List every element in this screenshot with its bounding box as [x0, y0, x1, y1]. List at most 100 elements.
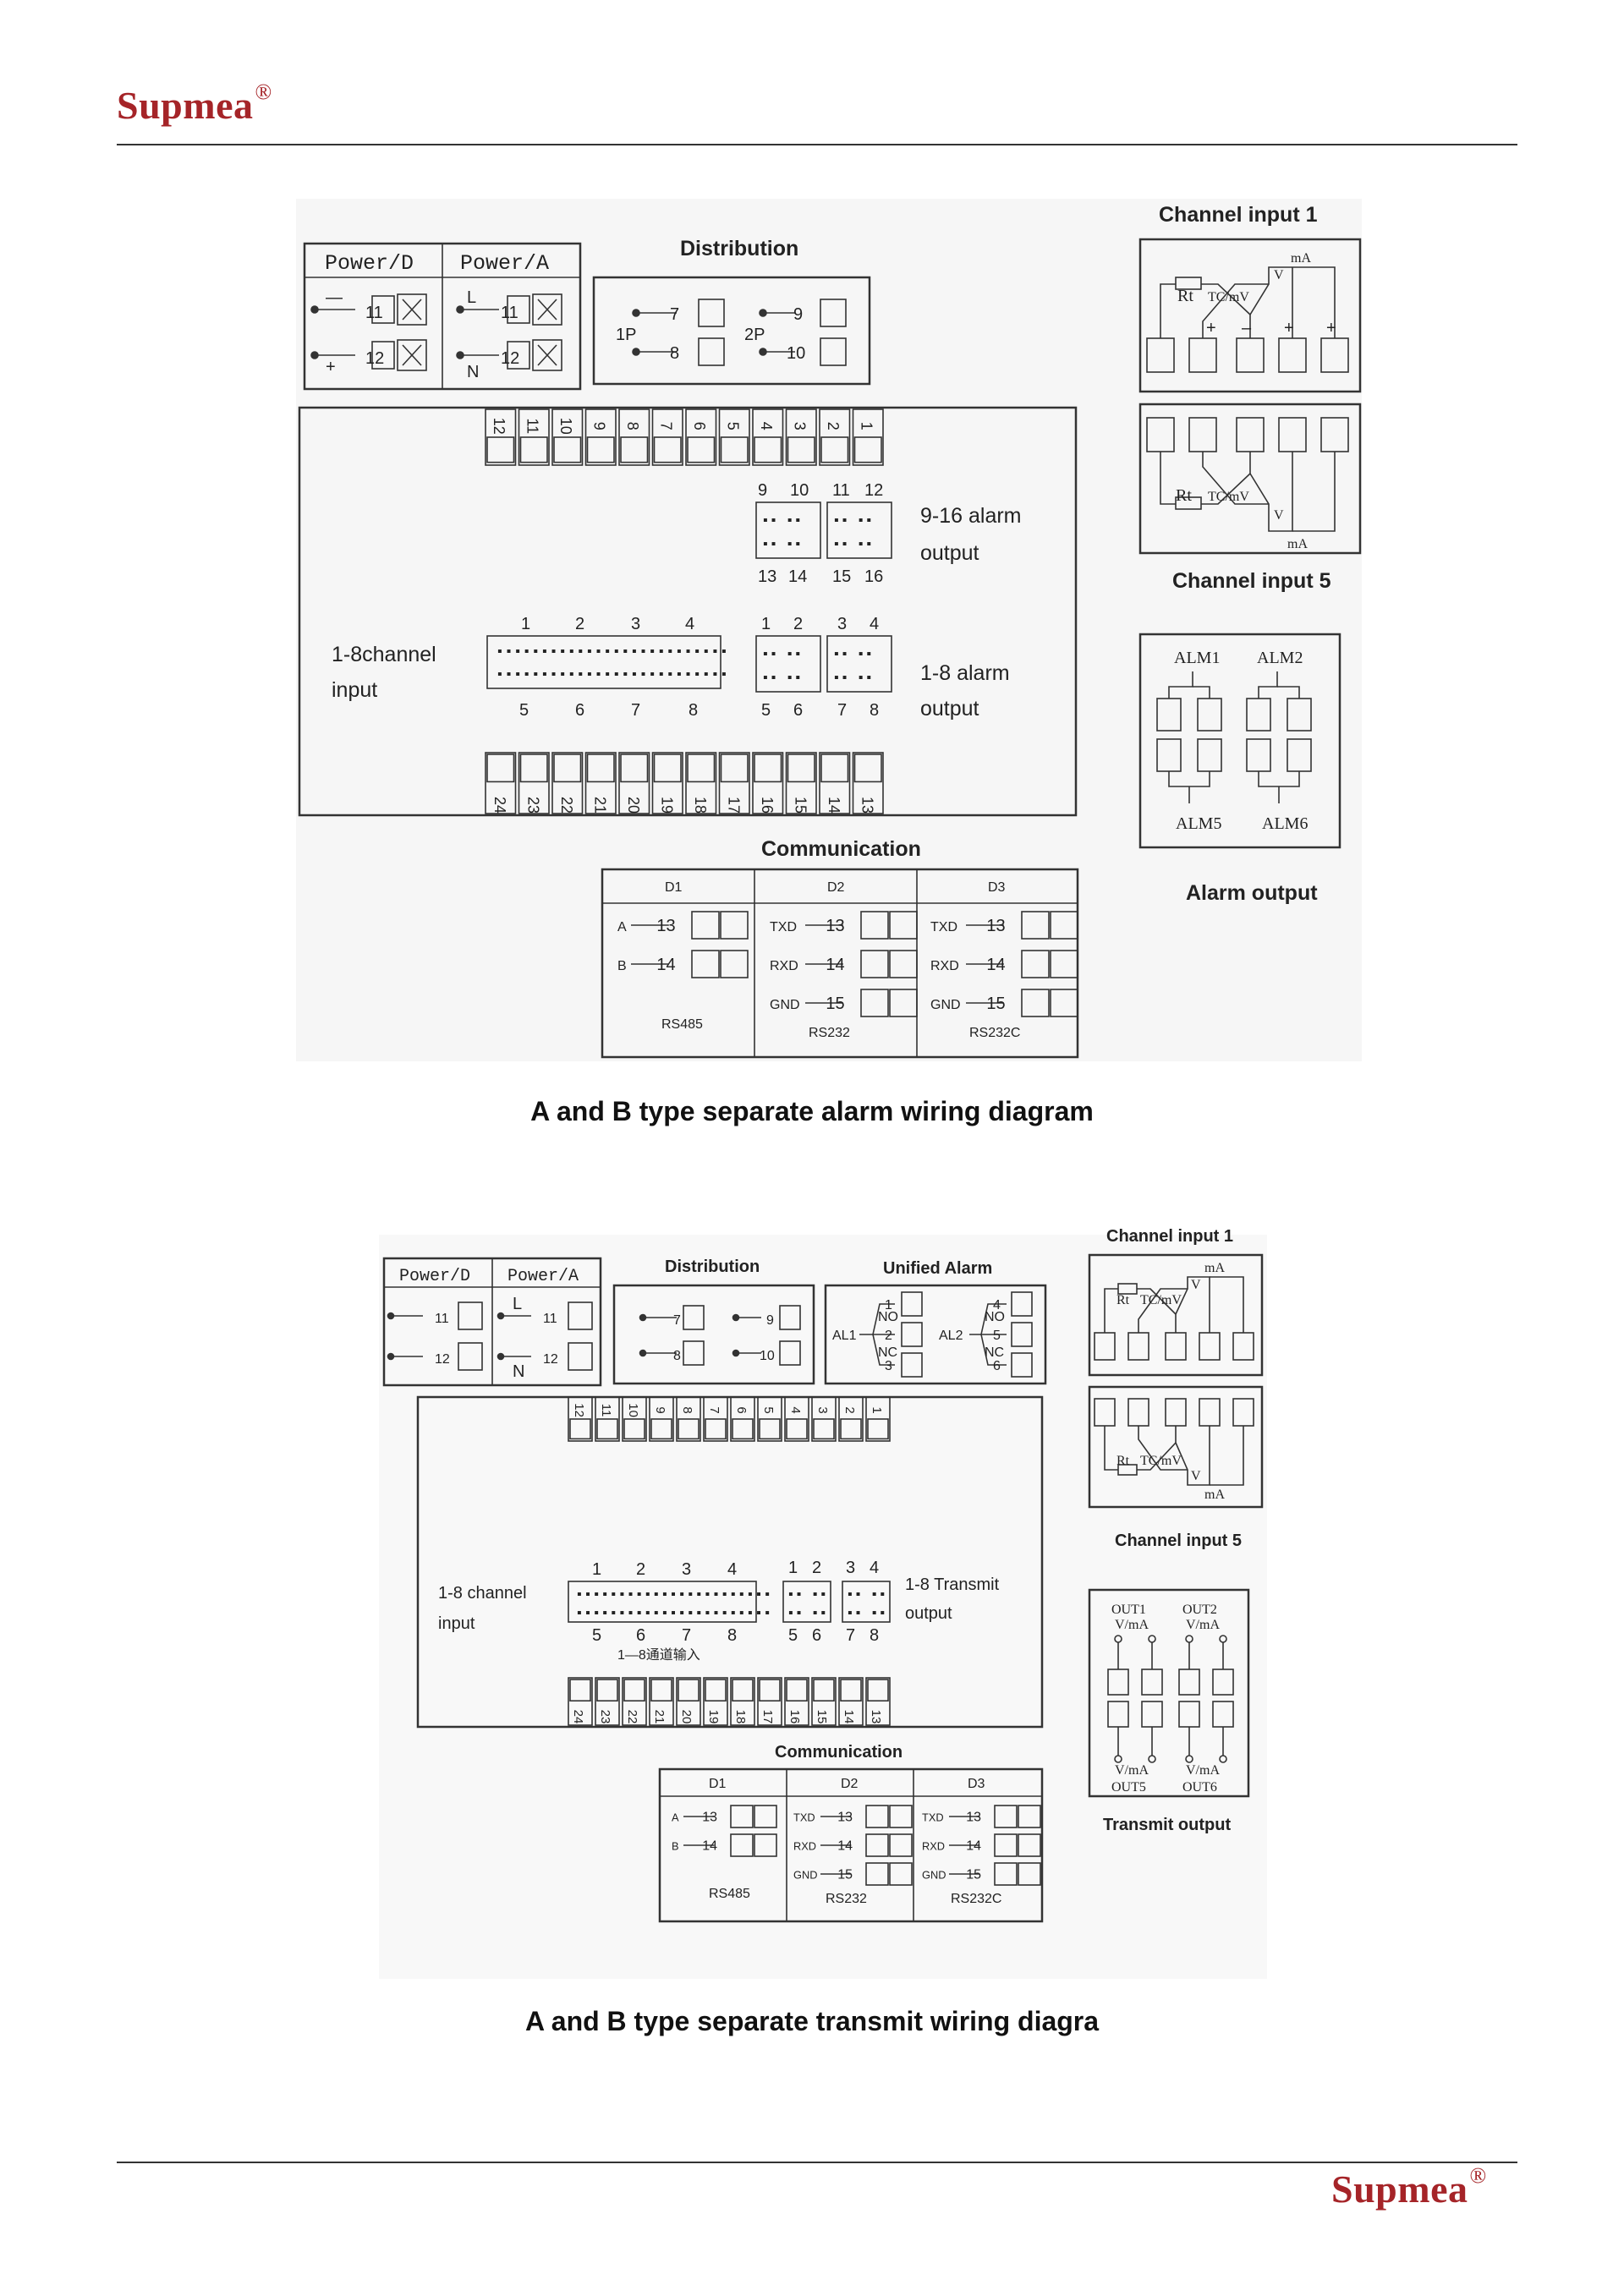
svg-text:6: 6	[812, 1626, 821, 1645]
svg-text:Rt: Rt	[1116, 1454, 1130, 1468]
terminal: 2	[819, 408, 851, 466]
svg-text:11: 11	[543, 1312, 557, 1326]
svg-text:D1: D1	[709, 1777, 727, 1791]
svg-text:4: 4	[870, 1559, 879, 1577]
p2-label: 2P	[744, 326, 765, 344]
terminal-number: 19	[658, 797, 675, 814]
channel-input-2-line1: 1-8 channel	[438, 1584, 527, 1603]
terminal: 21	[584, 752, 617, 814]
terminal-number: 16	[759, 797, 776, 814]
svg-text:8: 8	[670, 344, 679, 363]
terminal-number: 4	[758, 422, 775, 430]
svg-text:6: 6	[636, 1626, 645, 1645]
svg-text:▪▪▪▪▪▪▪▪▪▪▪▪▪▪▪▪▪▪▪▪▪▪▪: ▪▪▪▪▪▪▪▪▪▪▪▪▪▪▪▪▪▪▪▪▪▪▪	[575, 1606, 771, 1621]
svg-text:▪▪▪▪▪▪▪▪▪▪▪▪▪▪▪▪▪▪▪▪▪▪▪: ▪▪▪▪▪▪▪▪▪▪▪▪▪▪▪▪▪▪▪▪▪▪▪	[575, 1587, 771, 1603]
al1-label: AL1	[832, 1329, 857, 1343]
terminal-number: 23	[598, 1710, 612, 1724]
terminal-number: 12	[491, 418, 508, 435]
svg-text:14: 14	[966, 1839, 981, 1854]
terminal: 11	[518, 408, 550, 466]
terminal: 10	[622, 1396, 647, 1442]
svg-text:4: 4	[993, 1298, 1001, 1312]
alarm-9-16-output: output	[920, 541, 979, 565]
terminal-number: 22	[625, 1710, 639, 1724]
terminal: 8	[676, 1396, 701, 1442]
header-brand-name: Supmea	[117, 84, 254, 127]
ma-label-1: mA	[1291, 251, 1311, 266]
alm6-label: ALM6	[1262, 814, 1308, 833]
svg-text:RXD: RXD	[793, 1840, 816, 1853]
svg-text:6: 6	[993, 1359, 1001, 1373]
vma-label-1: V/mA	[1115, 1618, 1149, 1632]
l-label: L	[467, 288, 476, 307]
svg-text:RS232C: RS232C	[951, 1892, 1001, 1906]
svg-text:15: 15	[966, 1868, 981, 1882]
terminal-number: 1	[858, 422, 875, 430]
terminal: 20	[618, 752, 650, 814]
terminal: 9	[584, 408, 617, 466]
terminal: 2	[838, 1396, 864, 1442]
svg-text:V/mA: V/mA	[1186, 1618, 1220, 1632]
terminal-number: 13	[869, 1710, 883, 1724]
terminal-number: 24	[491, 797, 508, 814]
rs232c-label-1: RS232C	[969, 1026, 1020, 1040]
svg-text:10: 10	[787, 344, 805, 363]
svg-text:2: 2	[575, 615, 584, 633]
terminal-number: 11	[599, 1404, 613, 1417]
transmit-label-line2: output	[905, 1604, 952, 1623]
terminal: 6	[730, 1396, 755, 1442]
out5-label: OUT5	[1111, 1780, 1146, 1795]
rt-label-1: Rt	[1177, 287, 1193, 305]
svg-text:4: 4	[685, 615, 694, 633]
terminal: 4	[752, 408, 784, 466]
svg-text:5: 5	[993, 1329, 1001, 1343]
svg-text:12: 12	[543, 1352, 558, 1367]
terminal: 24	[568, 1677, 593, 1726]
svg-text:1: 1	[885, 1298, 892, 1312]
svg-text:6: 6	[575, 701, 584, 720]
terminal: 17	[718, 752, 750, 814]
svg-text:+: +	[1284, 319, 1294, 337]
svg-text:1: 1	[521, 615, 530, 633]
nc-label-1: NC	[878, 1345, 897, 1360]
distribution-label: Distribution	[680, 237, 798, 260]
out6-label: OUT6	[1182, 1780, 1217, 1795]
svg-text:▪▪ ▪▪: ▪▪ ▪▪	[787, 1606, 827, 1621]
svg-text:11: 11	[365, 304, 383, 322]
svg-text:14: 14	[702, 1839, 717, 1854]
terminal: 19	[651, 752, 683, 814]
terminal-number: 19	[706, 1710, 721, 1724]
svg-text:15: 15	[826, 995, 844, 1013]
svg-text:▪▪ ▪▪: ▪▪ ▪▪	[846, 1587, 886, 1603]
comm-terminal: RXD 14	[922, 1833, 1041, 1857]
svg-text:▪▪▪▪▪▪▪▪▪▪▪▪▪▪▪▪▪▪▪▪▪▪▪▪▪▪: ▪▪▪▪▪▪▪▪▪▪▪▪▪▪▪▪▪▪▪▪▪▪▪▪▪▪	[496, 667, 729, 682]
svg-text:4: 4	[870, 615, 879, 633]
svg-text:▪▪ ▪▪: ▪▪ ▪▪	[761, 537, 802, 552]
communication-label-1: Communication	[761, 837, 921, 861]
svg-text:▪▪ ▪▪: ▪▪ ▪▪	[761, 671, 802, 686]
terminal-number: 8	[680, 1406, 694, 1413]
svg-text:RXD: RXD	[922, 1840, 945, 1853]
terminal: 24	[485, 752, 517, 814]
channel-input-line1: 1-8channel	[332, 643, 436, 666]
svg-text:7: 7	[673, 1313, 681, 1328]
terminal-number: 15	[815, 1710, 829, 1724]
svg-text:8: 8	[870, 701, 879, 720]
svg-text:13: 13	[837, 1811, 853, 1825]
svg-text:RXD: RXD	[770, 959, 798, 973]
terminal-number: 5	[724, 422, 741, 430]
svg-text:3: 3	[631, 615, 640, 633]
svg-text:D3: D3	[968, 1777, 985, 1791]
svg-text:GND: GND	[930, 998, 961, 1012]
svg-text:V: V	[1191, 1469, 1201, 1483]
svg-text:2: 2	[793, 615, 803, 633]
terminal: 16	[752, 752, 784, 814]
terminal: 9	[649, 1396, 674, 1442]
terminal: 3	[811, 1396, 837, 1442]
terminal: 5	[718, 408, 750, 466]
